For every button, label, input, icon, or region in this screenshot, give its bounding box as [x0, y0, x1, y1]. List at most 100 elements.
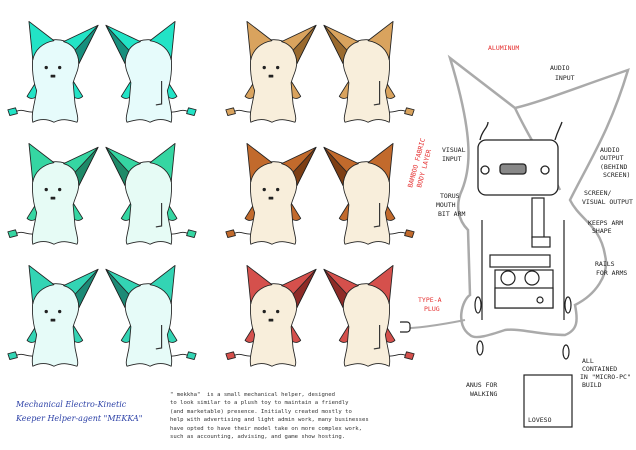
internal-schematic-diagram: ALUMINUM AUDIO INPUT VISUAL INPUT BAMBOO… — [389, 30, 636, 440]
label-audio-output-2: OUTPUT — [600, 154, 624, 162]
right-ear-inner — [74, 268, 99, 309]
tail-cord — [15, 231, 35, 235]
back-seam — [155, 202, 163, 228]
body — [249, 39, 298, 123]
character-front-view — [222, 130, 318, 250]
label-anus-2: WALKING — [470, 390, 497, 398]
label-visual-input: VISUAL — [442, 146, 466, 154]
label-screen: SCREEN/ — [584, 189, 611, 197]
label-screen-2: VISUAL OUTPUT — [582, 198, 633, 206]
right-ear-inner — [323, 24, 348, 65]
right-ear-inner — [74, 24, 99, 65]
label-audio-output-3: (BEHIND — [600, 163, 627, 171]
character-back-view — [322, 8, 418, 128]
plug-icon — [7, 107, 18, 116]
label-all: ALL — [582, 357, 594, 365]
plug-icon — [7, 351, 18, 360]
body — [124, 39, 173, 123]
character-front-view — [4, 130, 100, 250]
left-ear — [367, 143, 394, 183]
plug-icon — [186, 107, 197, 116]
left-ear — [246, 265, 273, 305]
tail-cord — [15, 109, 35, 113]
face — [44, 187, 62, 200]
right-ear-inner — [74, 146, 99, 187]
plug-icon — [404, 107, 415, 116]
label-aluminum: ALUMINUM — [488, 44, 519, 52]
label-audio-output-4: SCREEN) — [603, 171, 630, 179]
right-ear-inner — [292, 268, 317, 309]
label-rails-2: FOR ARMS — [596, 269, 627, 277]
label-keeps-arm: KEEPS ARM — [588, 219, 623, 227]
label-torus-2: MOUTH — [436, 201, 456, 209]
character-back-view — [322, 252, 418, 372]
character-back-view — [104, 252, 200, 372]
right-ear-inner — [105, 268, 130, 309]
handwritten-line-1: Mechanical Electro-Kinetic — [16, 400, 127, 409]
tail-cord — [169, 231, 189, 235]
face — [262, 187, 280, 200]
head-screen — [477, 121, 563, 196]
right-ear-inner — [105, 24, 130, 65]
left-ear — [28, 21, 55, 61]
label-all-3: IN "MICRO-PC" — [580, 373, 631, 381]
label-type-a-2: PLUG — [424, 305, 440, 313]
label-audio-input-2: INPUT — [555, 74, 575, 82]
face — [44, 65, 62, 78]
body — [31, 39, 80, 123]
label-audio-input: AUDIO — [550, 64, 570, 72]
handwritten-title: Mechanical Electro-Kinetic Keeper Helper… — [16, 398, 142, 426]
plug-icon — [186, 351, 197, 360]
label-type-a: TYPE-A — [418, 296, 442, 304]
label-keeps-arm-2: SHAPE — [592, 227, 612, 235]
plug-icon — [7, 229, 18, 238]
body — [249, 161, 298, 245]
tail-cord — [15, 353, 35, 357]
body — [31, 161, 80, 245]
character-back-view — [104, 130, 200, 250]
face — [44, 309, 62, 322]
body — [342, 283, 391, 367]
left-ear — [367, 21, 394, 61]
tail-cord — [233, 109, 253, 113]
plug-icon — [186, 229, 197, 238]
left-ear — [246, 21, 273, 61]
character-back-view — [104, 8, 200, 128]
back-seam — [373, 80, 381, 106]
left-ear — [246, 143, 273, 183]
body — [124, 283, 173, 367]
character-front-view — [222, 8, 318, 128]
right-ear-inner — [292, 146, 317, 187]
tail-cord — [233, 231, 253, 235]
character-front-view — [4, 252, 100, 372]
label-rails: RAILS — [595, 260, 615, 268]
handwritten-line-2: Keeper Helper-agent "MEKKA" — [16, 414, 143, 423]
label-torus: TORUS — [440, 192, 460, 200]
body — [249, 283, 298, 367]
left-ear — [28, 143, 55, 183]
back-seam — [373, 324, 381, 350]
character-front-view — [4, 8, 100, 128]
label-anus: ANUS FOR — [466, 381, 497, 389]
tail-cord — [169, 353, 189, 357]
label-visual-input-2: INPUT — [442, 155, 462, 163]
back-seam — [373, 202, 381, 228]
right-ear-inner — [323, 268, 348, 309]
left-ear — [149, 143, 176, 183]
diagram-labels: ALUMINUM AUDIO INPUT VISUAL INPUT BAMBOO… — [406, 44, 633, 424]
plug-icon — [225, 229, 236, 238]
left-ear — [28, 265, 55, 305]
right-ear-inner — [105, 146, 130, 187]
face — [262, 65, 280, 78]
face — [262, 309, 280, 322]
plug-icon — [404, 351, 415, 360]
left-ear — [149, 265, 176, 305]
label-all-4: BUILD — [582, 381, 602, 389]
character-front-view — [222, 252, 318, 372]
tail-cord — [169, 109, 189, 113]
back-seam — [155, 80, 163, 106]
plug-icon — [404, 229, 415, 238]
label-box: LOVESO — [528, 416, 552, 424]
plug-icon — [225, 107, 236, 116]
tail-cord — [233, 353, 253, 357]
